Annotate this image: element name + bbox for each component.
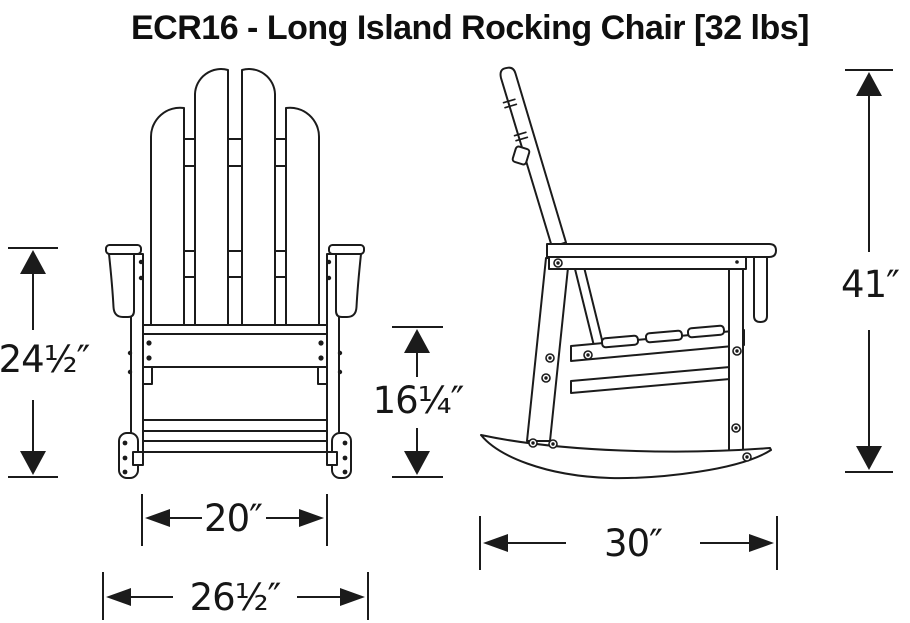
armrest-support: [335, 253, 362, 318]
dim-overall-width: 26¹⁄₂″: [102, 572, 369, 620]
front-apron: [141, 333, 329, 368]
rocker: [480, 434, 772, 480]
stretcher: [142, 440, 328, 453]
arrow-right-icon: [340, 588, 365, 606]
dim-overall-height: 41″: [841, 69, 900, 473]
dim-seat-width-label: 20″: [204, 497, 262, 540]
arrow-left-icon: [145, 509, 170, 527]
seat-slats: [600, 324, 726, 349]
apron-bracket: [317, 366, 328, 385]
leg-foot: [132, 451, 144, 466]
apron-bracket: [142, 366, 153, 385]
arrow-up-icon: [20, 250, 46, 274]
arrow-up-icon: [856, 72, 882, 96]
arrow-down-icon: [856, 446, 882, 470]
arm-support: [753, 256, 768, 323]
leg-foot: [326, 451, 338, 466]
screws: [122, 259, 348, 475]
armrest: [328, 244, 365, 255]
back-slat: [241, 68, 276, 327]
back-slat: [285, 106, 321, 327]
arrow-left-icon: [483, 534, 508, 552]
dim-overall-depth: 30″: [479, 516, 778, 570]
dim-seat-width: 20″: [141, 494, 328, 546]
front-view: [105, 68, 365, 479]
arrow-right-icon: [749, 534, 774, 552]
seat-brace: [574, 266, 604, 347]
post-tab: [511, 145, 531, 166]
page-title: ECR16 - Long Island Rocking Chair [32 lb…: [131, 9, 809, 47]
dim-overall-height-label: 41″: [841, 263, 899, 306]
post-joint-marks: [502, 98, 529, 142]
seat-front-edge: [141, 324, 329, 335]
arrow-down-icon: [20, 451, 46, 475]
arrow-up-icon: [404, 329, 430, 353]
dim-overall-depth-label: 30″: [604, 522, 662, 565]
back-rail: [548, 256, 747, 270]
arm: [546, 243, 777, 258]
arrow-right-icon: [299, 509, 324, 527]
dim-overall-width-label: 26¹⁄₂″: [190, 576, 281, 619]
back-battens: [183, 138, 287, 278]
side-stretcher: [570, 366, 731, 394]
back-slat: [194, 68, 229, 327]
dim-arm-height: 24¹⁄₂″: [0, 247, 91, 478]
armrest-support: [108, 253, 135, 318]
back-post: [499, 66, 567, 248]
stretcher: [142, 419, 328, 432]
arrow-left-icon: [106, 588, 131, 606]
arrow-down-icon: [404, 451, 430, 475]
screws: [528, 258, 752, 462]
dim-seat-height: 16¹⁄₄″: [373, 326, 465, 478]
back-slat: [149, 106, 185, 327]
side-view: [480, 66, 777, 480]
rear-leg: [526, 257, 570, 442]
dim-seat-height-label: 16¹⁄₄″: [373, 379, 464, 422]
dim-arm-height-label: 24¹⁄₂″: [0, 338, 90, 381]
armrest: [105, 244, 142, 255]
